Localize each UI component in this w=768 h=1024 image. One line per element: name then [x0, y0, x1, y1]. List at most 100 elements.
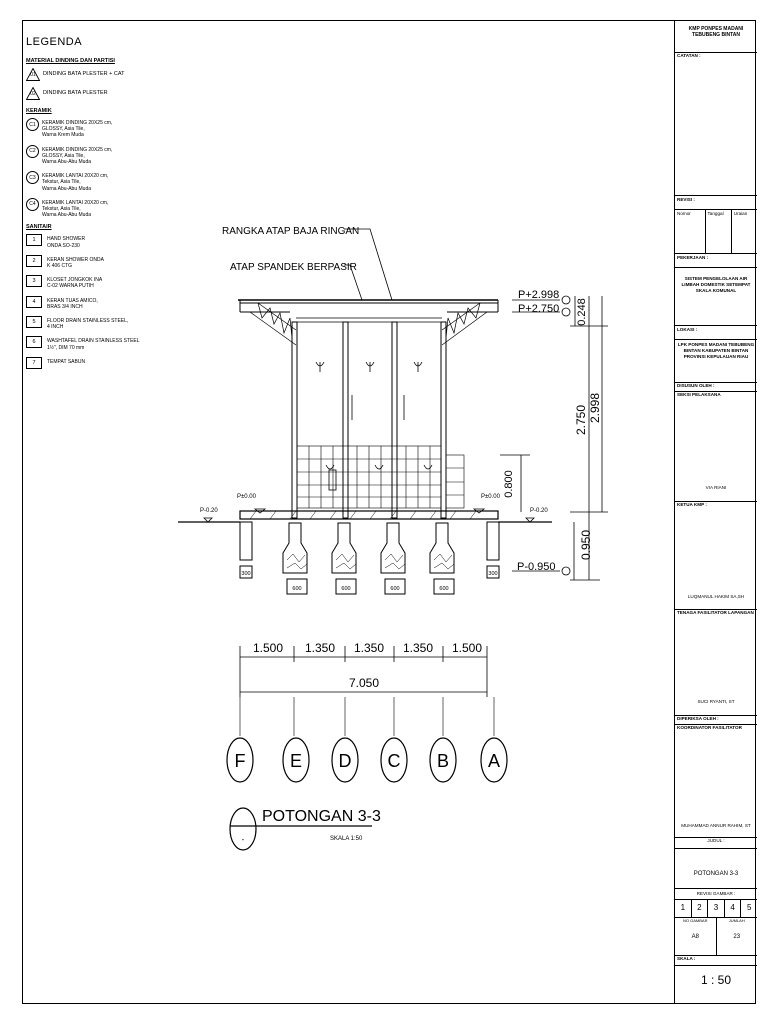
revisi-col-nomor: Nomor: [675, 210, 706, 253]
material-code: 01: [30, 72, 36, 78]
sanitair-code: 5: [26, 316, 42, 329]
level-markers: [203, 295, 571, 576]
level-foot: P-0.950: [517, 561, 556, 573]
footing-width-3: 600: [390, 586, 399, 592]
sanitair-code: 2: [26, 254, 42, 267]
judul-label: JUDUL :: [675, 837, 757, 848]
section-symbol-circle: [229, 807, 257, 851]
material-tag-icon: 02: [26, 87, 40, 100]
side-block-right: [486, 565, 500, 579]
keramik-text: KERAMIK DINDING 20X25 cm, GLOSSY, Asia T…: [42, 146, 113, 166]
dim-0950: 0.950: [579, 530, 593, 560]
revisi-number-1: 1: [675, 900, 692, 917]
grid-axis-b: B: [437, 751, 449, 771]
title-block: KMP PONPES MADANI TEBUBENG BINTAN CATATA…: [674, 20, 757, 1004]
level-floor-right: P±0.00: [481, 494, 501, 500]
span-dim-4: 1.350: [403, 641, 433, 655]
vertical-dimension-lines: [500, 296, 608, 581]
lokasi-label: LOKASI :: [675, 325, 757, 339]
disusun-label: DISUSUN OLEH :: [675, 382, 757, 391]
sanitair-item: 1 HAND SHOWER ONDA SO-230: [26, 234, 176, 249]
pekerjaan-label: PEKERJAAN :: [675, 253, 757, 267]
pipe-column: [328, 469, 337, 491]
span-dim-5: 1.500: [452, 641, 482, 655]
koordinator-name: MUHAMMAD ANNUR RAHIM, ST: [681, 823, 751, 828]
section-mark: -: [242, 835, 245, 844]
keramik-heading: KERAMIK: [26, 108, 52, 114]
keramik-text: KERAMIK DINDING 20X25 cm, GLOSSY, Asia T…: [42, 120, 113, 139]
roof-frame-label: RANGKA ATAP BAJA RINGAN: [222, 226, 359, 237]
sanitair-item: 4 KERAN TUAS AMICO, BRAS 3/4 INCH: [26, 295, 176, 310]
dim-0248: 0.248: [576, 298, 588, 326]
side-wall-left: [239, 521, 253, 561]
level-eave: P+2.750: [518, 303, 559, 315]
jumlah-cell: JUMLAH 23: [717, 918, 758, 955]
revisi-number-3: 3: [708, 900, 725, 917]
sanitair-item: 2 KERAN SHOWER ONDA K 406 CTG: [26, 254, 176, 270]
revisi-gambar-label: REVISI GAMBAR :: [675, 888, 757, 899]
sanitair-text: WASHTAFEL DRAIN STAINLESS STEEL 1½", DIM…: [47, 338, 140, 351]
span-dimension-lines: [239, 646, 495, 736]
footing-width-1: 600: [292, 586, 301, 592]
truss-left: [249, 302, 297, 346]
grid-axis-e: E: [290, 751, 302, 771]
tfl-name: SUCI RYANTI, ST: [697, 699, 735, 704]
keramik-code: C3: [26, 171, 39, 185]
side-dim-right: 300: [488, 571, 497, 577]
dim-2998: 2.998: [588, 393, 602, 423]
drawing-number-table: NO GAMBAR A8 JUMLAH 23: [675, 917, 757, 955]
material-tag-icon: 01: [26, 68, 40, 81]
revisi-number-5: 5: [746, 903, 752, 912]
skala-value: 1 : 50: [675, 965, 757, 1004]
footing-width-2: 600: [341, 586, 350, 592]
ketua-name: LUQMANUL HAKIM SA,SH: [687, 594, 745, 599]
side-dim-left: 300: [241, 571, 250, 577]
level-ground-right: P-0.20: [530, 508, 548, 514]
revisi-label: REVISI :: [675, 195, 757, 209]
footing-width-4: 600: [439, 586, 448, 592]
jumlah-value: 23: [733, 934, 741, 940]
sanitair-text: FLOOR DRAIN STAINLESS STEEL, 4 INCH: [47, 318, 129, 331]
no-gambar-cell: NO GAMBAR A8: [675, 918, 717, 955]
material-text: DINDING BATA PLESTER: [43, 90, 108, 96]
no-gambar-value: A8: [691, 934, 699, 940]
span-dim-2: 1.350: [305, 641, 335, 655]
pekerjaan-text: SISTEM PENGELOLAAN AIR LIMBAH DOMESTIK S…: [675, 267, 757, 321]
ketua-label: KETUA KMP :: [675, 501, 757, 609]
sanitair-code: 7: [26, 356, 42, 369]
grid-axis-a: A: [488, 751, 500, 771]
drawing-sheet-border: [22, 20, 756, 1004]
sanitair-text: HAND SHOWER ONDA SO-230: [47, 236, 86, 249]
section-title: POTONGAN 3-3: [262, 808, 381, 825]
sanitair-code: 1: [26, 234, 42, 247]
sanitair-item: 5 FLOOR DRAIN STAINLESS STEEL, 4 INCH: [26, 316, 176, 330]
sanitair-code: 4: [26, 295, 42, 308]
disusun-name: VIA RIANI: [705, 485, 727, 490]
sanitair-text: KERAN SHOWER ONDA K 406 CTG: [47, 256, 104, 270]
slab-hatch: [249, 510, 477, 520]
revisi-number-row: 1 2 3 4 5: [675, 899, 757, 917]
footing-stone-texture: [286, 553, 455, 570]
keramik-code: C2: [26, 144, 39, 158]
skala-label: SKALA :: [675, 955, 757, 965]
tfl-label: TENAGA FASILITATOR LAPANGAN: [675, 609, 757, 715]
sanitair-text: KERAN TUAS AMICO, BRAS 3/4 INCH: [47, 297, 98, 310]
roof-frame-leader: [344, 228, 393, 301]
no-gambar-label: NO GAMBAR: [683, 918, 708, 923]
span-dim-3: 1.350: [354, 641, 384, 655]
material-heading: MATERIAL DINDING DAN PARTISI: [26, 58, 115, 64]
revisi-number-4: 4: [725, 900, 742, 917]
grid-axis-c: C: [388, 751, 401, 771]
keramik-text: KERAMIK LANTAI 20X20 cm, Tekstur, Asia T…: [42, 199, 109, 219]
wall-tile-grid: [296, 445, 465, 509]
